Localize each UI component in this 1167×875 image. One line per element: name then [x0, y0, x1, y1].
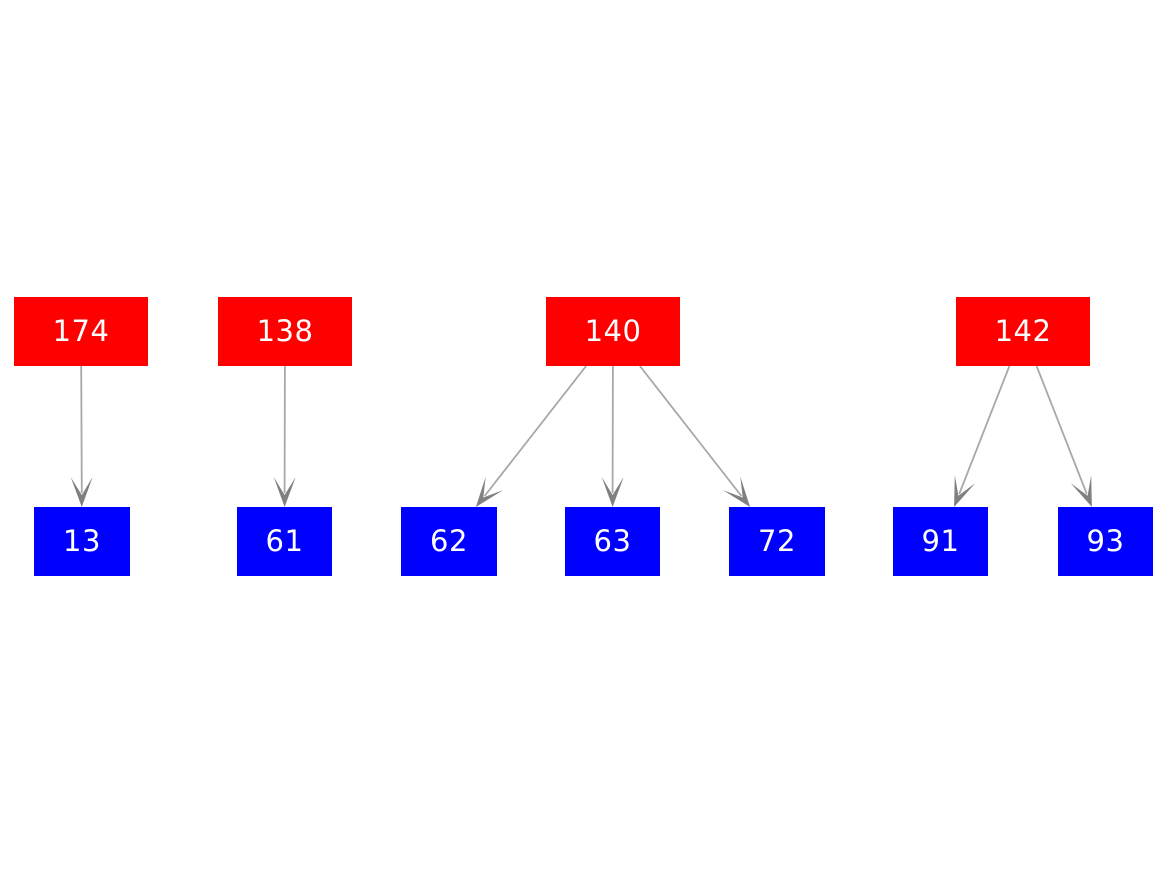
node-label: 142	[994, 314, 1052, 348]
arrowhead-icon	[954, 475, 976, 507]
node-label: 138	[256, 314, 314, 348]
node-13: 13	[34, 507, 130, 576]
node-140: 140	[546, 297, 680, 366]
edge-142-93	[1035, 365, 1088, 495]
node-label: 13	[63, 524, 101, 558]
node-91: 91	[893, 507, 988, 576]
node-label: 63	[593, 524, 632, 558]
node-62: 62	[401, 507, 497, 576]
arrowhead-icon	[70, 476, 93, 507]
node-61: 61	[237, 507, 332, 576]
arrowhead-icon	[273, 477, 296, 507]
node-142: 142	[956, 297, 1090, 366]
node-138: 138	[218, 297, 352, 366]
node-174: 174	[14, 297, 148, 366]
edge-140-72	[639, 365, 743, 497]
arrowhead-icon	[601, 477, 624, 507]
arrowhead-icon	[475, 476, 504, 507]
edge-142-91	[958, 365, 1011, 495]
node-93: 93	[1058, 507, 1153, 576]
edge-140-62	[483, 365, 587, 497]
node-label: 91	[921, 524, 960, 558]
node-label: 174	[52, 314, 110, 348]
arrowhead-icon	[722, 476, 751, 507]
node-72: 72	[729, 507, 825, 576]
node-label: 61	[265, 524, 304, 558]
node-63: 63	[565, 507, 660, 576]
arrowhead-icon	[1070, 475, 1092, 507]
node-label: 140	[584, 314, 642, 348]
node-label: 62	[430, 524, 468, 558]
node-label: 72	[758, 524, 796, 558]
node-label: 93	[1086, 524, 1125, 558]
edge-174-13	[80, 365, 83, 494]
